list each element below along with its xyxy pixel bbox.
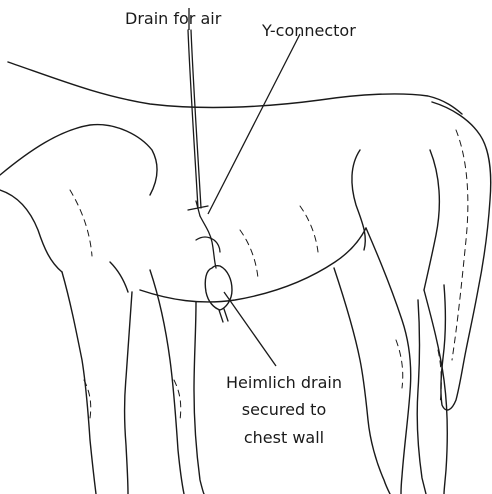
horse-neck-outline — [0, 125, 157, 195]
leader-y-connector — [208, 34, 300, 214]
horse-hindquarter — [352, 150, 365, 250]
y-connector-branch — [196, 237, 220, 252]
labels: Drain for air Y-connector Heimlich drain… — [125, 9, 356, 447]
label-heimlich-line2: secured to — [242, 400, 327, 419]
label-y-connector: Y-connector — [261, 21, 356, 40]
horse-back-line — [8, 62, 462, 114]
horse-front-leg-far-back — [194, 302, 204, 494]
horse-hind-leg-far-front — [417, 300, 426, 494]
horse-hind-leg-near — [366, 228, 411, 494]
horse-front-leg-far — [150, 270, 184, 494]
horse-ribs-detail — [240, 230, 258, 278]
horse-front-leg-near — [62, 272, 96, 494]
leader-heimlich-drain — [224, 292, 276, 366]
horse-flank-line — [424, 150, 439, 290]
leader-lines — [189, 8, 300, 366]
label-heimlich-line3: chest wall — [244, 428, 324, 447]
label-heimlich-line1: Heimlich drain — [226, 373, 342, 392]
horse-barrel-detail — [300, 206, 318, 252]
horse-hock-detail-1 — [396, 340, 403, 388]
horse-hind-leg-near-front — [334, 268, 390, 494]
horse-front-leg-near-back — [125, 292, 133, 494]
heimlich-valve-body — [205, 266, 232, 310]
horse-tail-strands — [452, 130, 468, 360]
horse-hind-leg-far — [424, 290, 447, 494]
horse-belly-line — [140, 228, 366, 302]
drain-for-air-tube — [188, 30, 198, 208]
horse-shoulder-detail — [70, 190, 92, 256]
horse-chest-front — [0, 190, 62, 272]
label-drain-for-air: Drain for air — [125, 9, 222, 28]
chest-drain-apparatus — [188, 30, 232, 322]
horse-elbow-detail — [110, 262, 128, 292]
y-connector-tube — [200, 216, 216, 268]
heimlich-valve-outlet — [219, 309, 228, 322]
